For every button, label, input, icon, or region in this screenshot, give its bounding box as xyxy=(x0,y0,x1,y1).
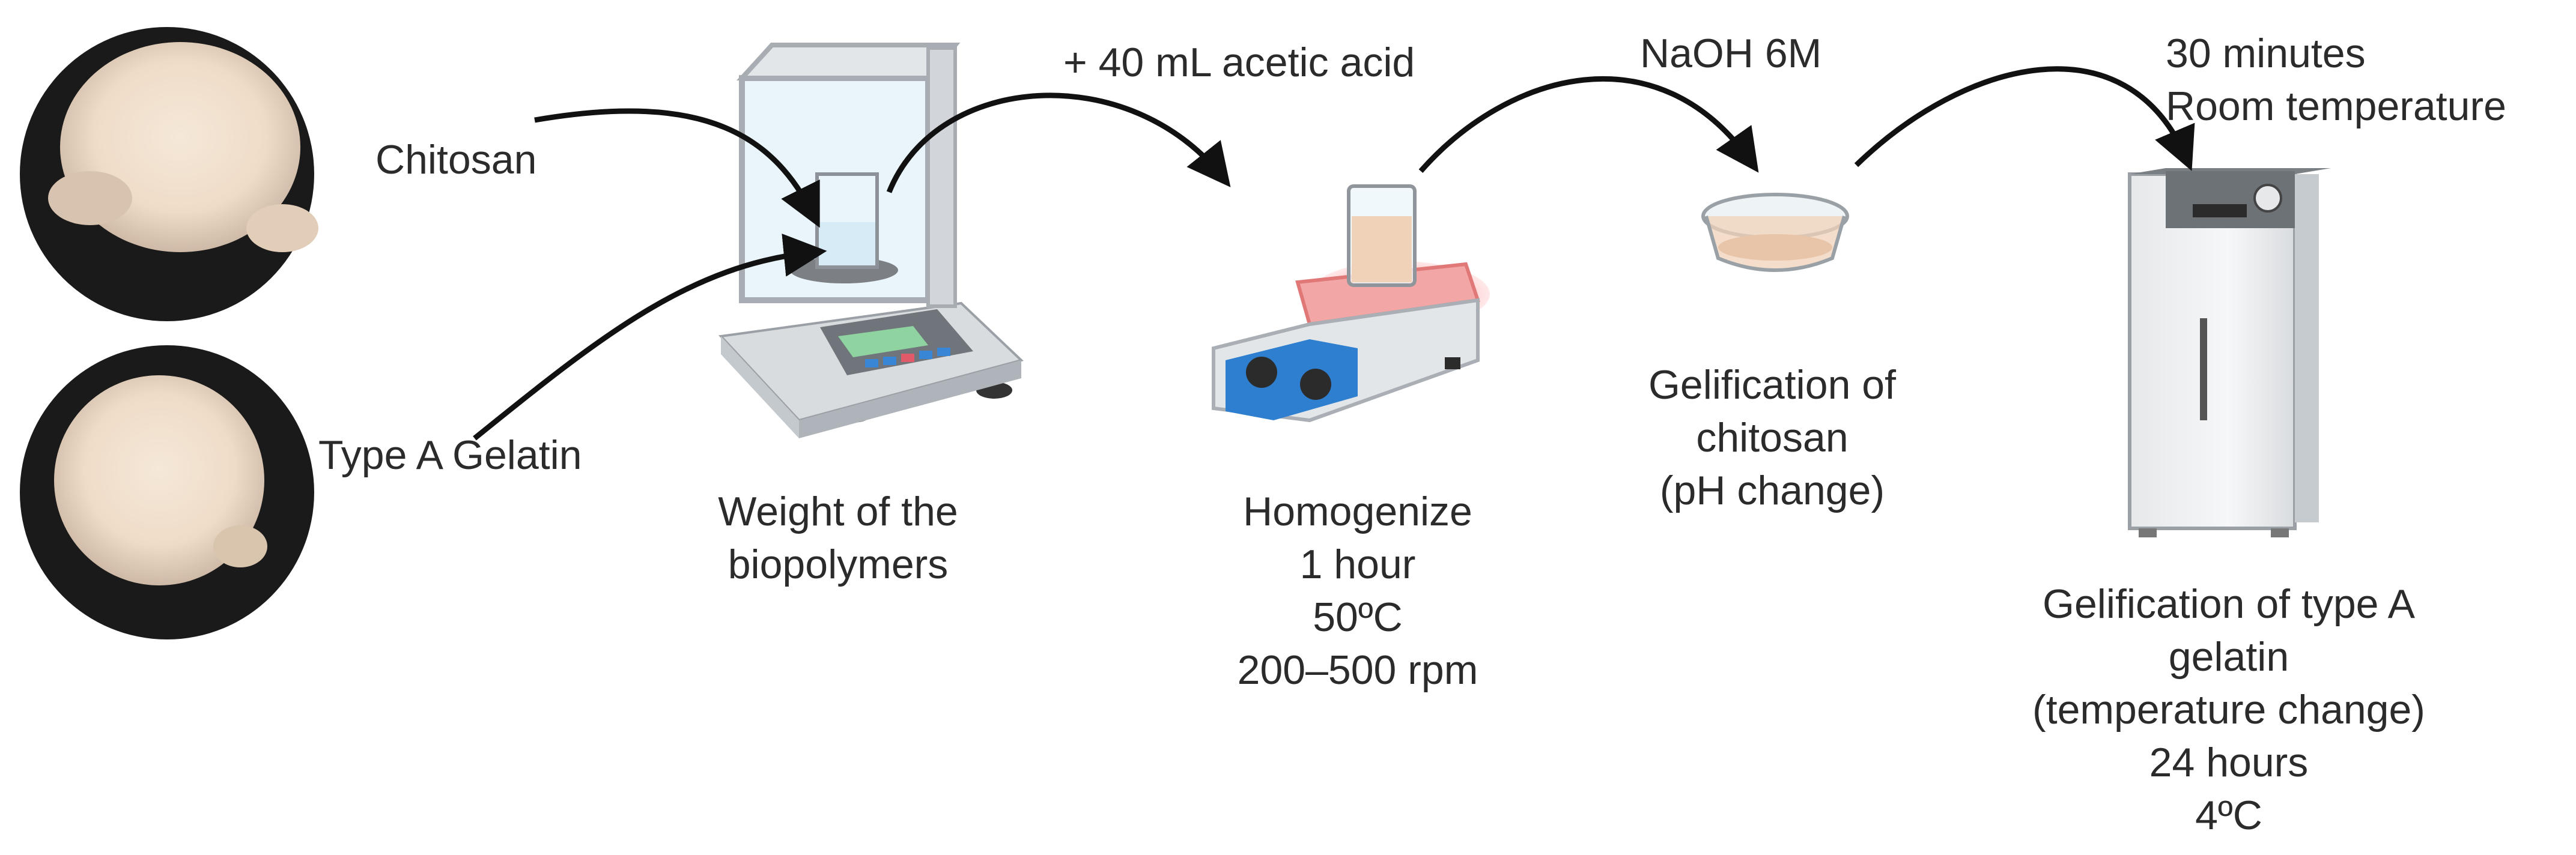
gelatin-gelification-caption: Gelification of type A gelatin (temperat… xyxy=(1988,578,2469,842)
chitosan-label: Chitosan xyxy=(375,137,537,183)
gelatin-gel-line-1: Gelification of type A xyxy=(2043,581,2415,627)
homogenize-line-2: 1 hour xyxy=(1299,542,1416,587)
gelatin-powder-photo xyxy=(20,345,314,639)
chitosan-gel-line-1: Gelification of xyxy=(1648,362,1896,408)
arrow-balance-to-stirrer xyxy=(886,92,1231,193)
arrow-gelatin-to-balance xyxy=(473,234,827,441)
refrigerator-icon xyxy=(2128,168,2331,537)
chitosan-gel-line-2: chitosan xyxy=(1696,415,1848,461)
weigh-line-2: biopolymers xyxy=(728,542,949,587)
chitosan-gel-line-3: (pH change) xyxy=(1659,468,1885,513)
arrow-chitosan-to-balance xyxy=(534,108,820,228)
chitosan-powder-photo xyxy=(20,27,318,321)
arrow-stirrer-to-dish xyxy=(1418,76,1759,173)
homogenize-caption: Homogenize 1 hour 50ºC 200–500 rpm xyxy=(1201,485,1514,696)
chitosan-gelification-caption: Gelification of chitosan (pH change) xyxy=(1598,358,1946,517)
gelatin-gel-line-2: gelatin xyxy=(2168,634,2289,680)
naoh-label: NaOH 6M xyxy=(1640,31,1822,76)
acetic-acid-label: + 40 mL acetic acid xyxy=(1063,40,1415,85)
homogenize-line-1: Homogenize xyxy=(1243,489,1472,534)
gelatin-gel-line-4: 24 hours xyxy=(2149,740,2309,785)
rest-label: 30 minutes Room temperature xyxy=(2166,27,2506,133)
gelatin-gel-line-5: 4ºC xyxy=(2195,793,2262,838)
weigh-line-1: Weight of the xyxy=(718,489,958,534)
hot-plate-stirrer-icon xyxy=(1212,184,1490,423)
arrow-icon xyxy=(473,66,2195,441)
rest-line-2: Room temperature xyxy=(2166,83,2506,129)
petri-dish-icon xyxy=(1701,193,1849,272)
gelatin-label: Type A Gelatin xyxy=(318,432,582,478)
arrow-dish-to-fridge xyxy=(1854,66,2195,171)
homogenize-line-4: 200–500 rpm xyxy=(1237,647,1478,693)
gelatin-gel-line-3: (temperature change) xyxy=(2032,687,2425,733)
analytical-balance-icon xyxy=(718,43,1024,438)
weigh-caption: Weight of the biopolymers xyxy=(688,485,988,591)
homogenize-line-3: 50ºC xyxy=(1313,594,1403,640)
rest-line-1: 30 minutes xyxy=(2166,31,2366,76)
